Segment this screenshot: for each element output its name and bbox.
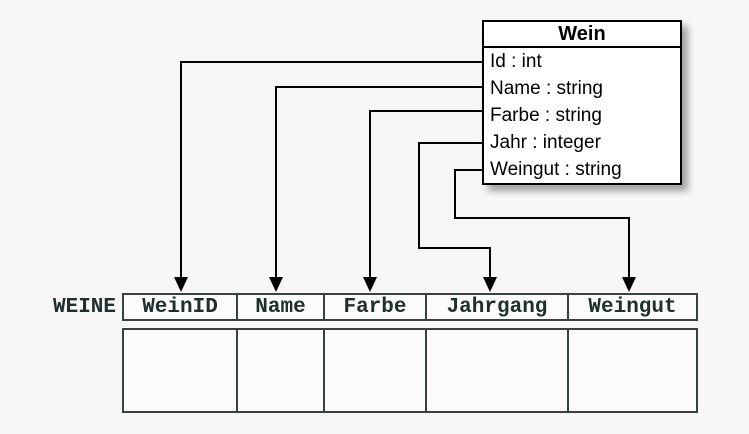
connector-id-to-weinid [174, 61, 482, 292]
connector-name-to-name [269, 86, 482, 292]
table-cell-empty [238, 330, 325, 411]
column-header-weingut: Weingut [588, 295, 677, 319]
table-cell-empty [427, 330, 569, 411]
table-cell-empty [325, 330, 427, 411]
table-cell-empty [569, 330, 696, 411]
relation-table-body-row [122, 328, 698, 413]
column-header-name: Name [238, 295, 325, 319]
table-cell-empty [124, 330, 238, 411]
connector-farbe-to-farbe [363, 110, 482, 292]
uml-class-box-wein: Wein Id : int Name : string Farbe : stri… [482, 20, 682, 185]
class-attribute-jahr: Jahr : integer [490, 132, 601, 153]
relation-table-header-row: WeinID Name Farbe Jahrgang Weingut [122, 293, 698, 321]
class-attribute-id: Id : int [490, 51, 542, 72]
class-attribute-farbe: Farbe : string [490, 105, 602, 126]
table-name-label: WEINE [52, 295, 116, 319]
column-header-weinid: WeinID [124, 295, 238, 319]
column-header-farbe: Farbe [325, 295, 427, 319]
class-title: Wein [484, 22, 680, 48]
column-header-jahrgang: Jahrgang [427, 295, 569, 319]
class-attribute-weingut: Weingut : string [490, 159, 622, 180]
connector-weingut-to-weingut [454, 169, 636, 292]
class-attribute-name: Name : string [490, 78, 603, 99]
connector-jahr-to-jahrgang [418, 142, 497, 292]
